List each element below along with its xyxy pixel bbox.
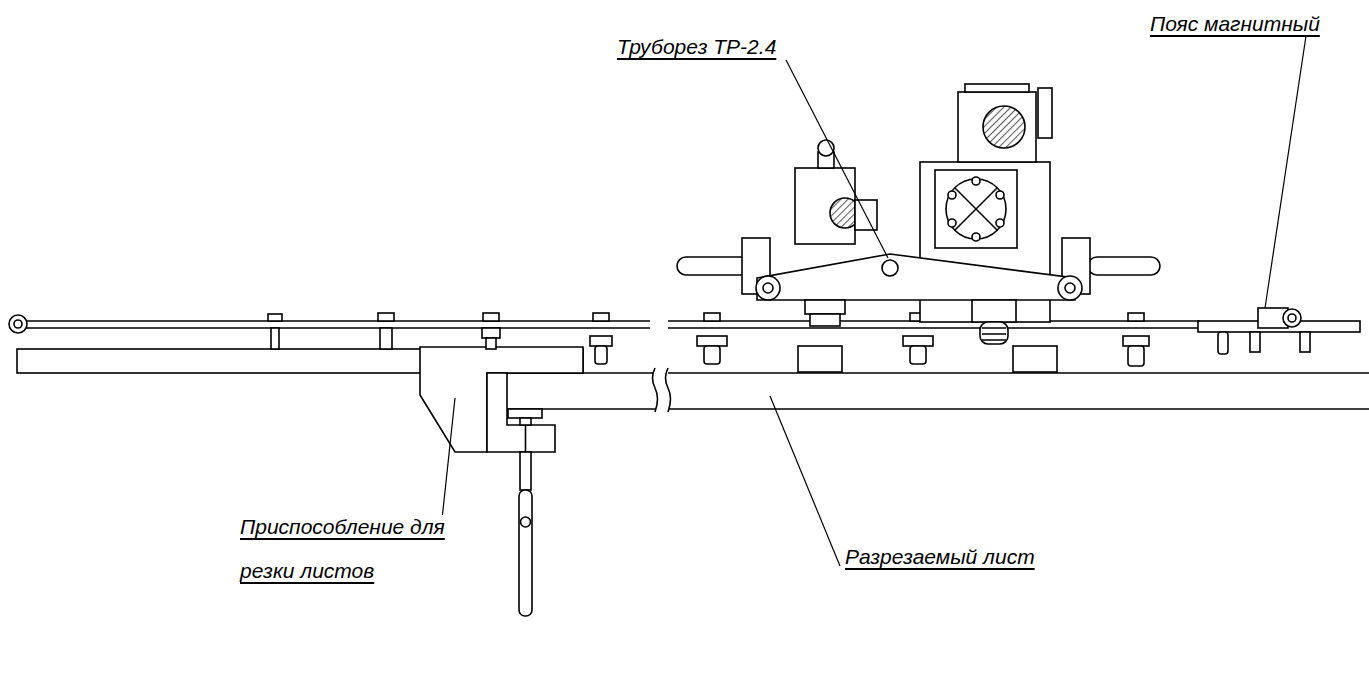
magnetic-belt <box>9 308 1360 352</box>
part-name: Приспособление для резки листов <box>240 505 455 593</box>
pipe-cutter <box>677 84 1160 344</box>
magnet-shoes <box>798 346 1057 372</box>
part-name: Пояс магнитный <box>1150 2 1350 46</box>
part-name: Труборез ТР-2.4 <box>617 25 817 69</box>
belt-bolts <box>268 313 1228 366</box>
cut-sheet <box>487 368 1369 412</box>
leader-lines <box>440 36 1306 566</box>
part-name: Разрезаемый лист <box>845 535 1105 579</box>
sheet-fixture <box>420 347 583 616</box>
